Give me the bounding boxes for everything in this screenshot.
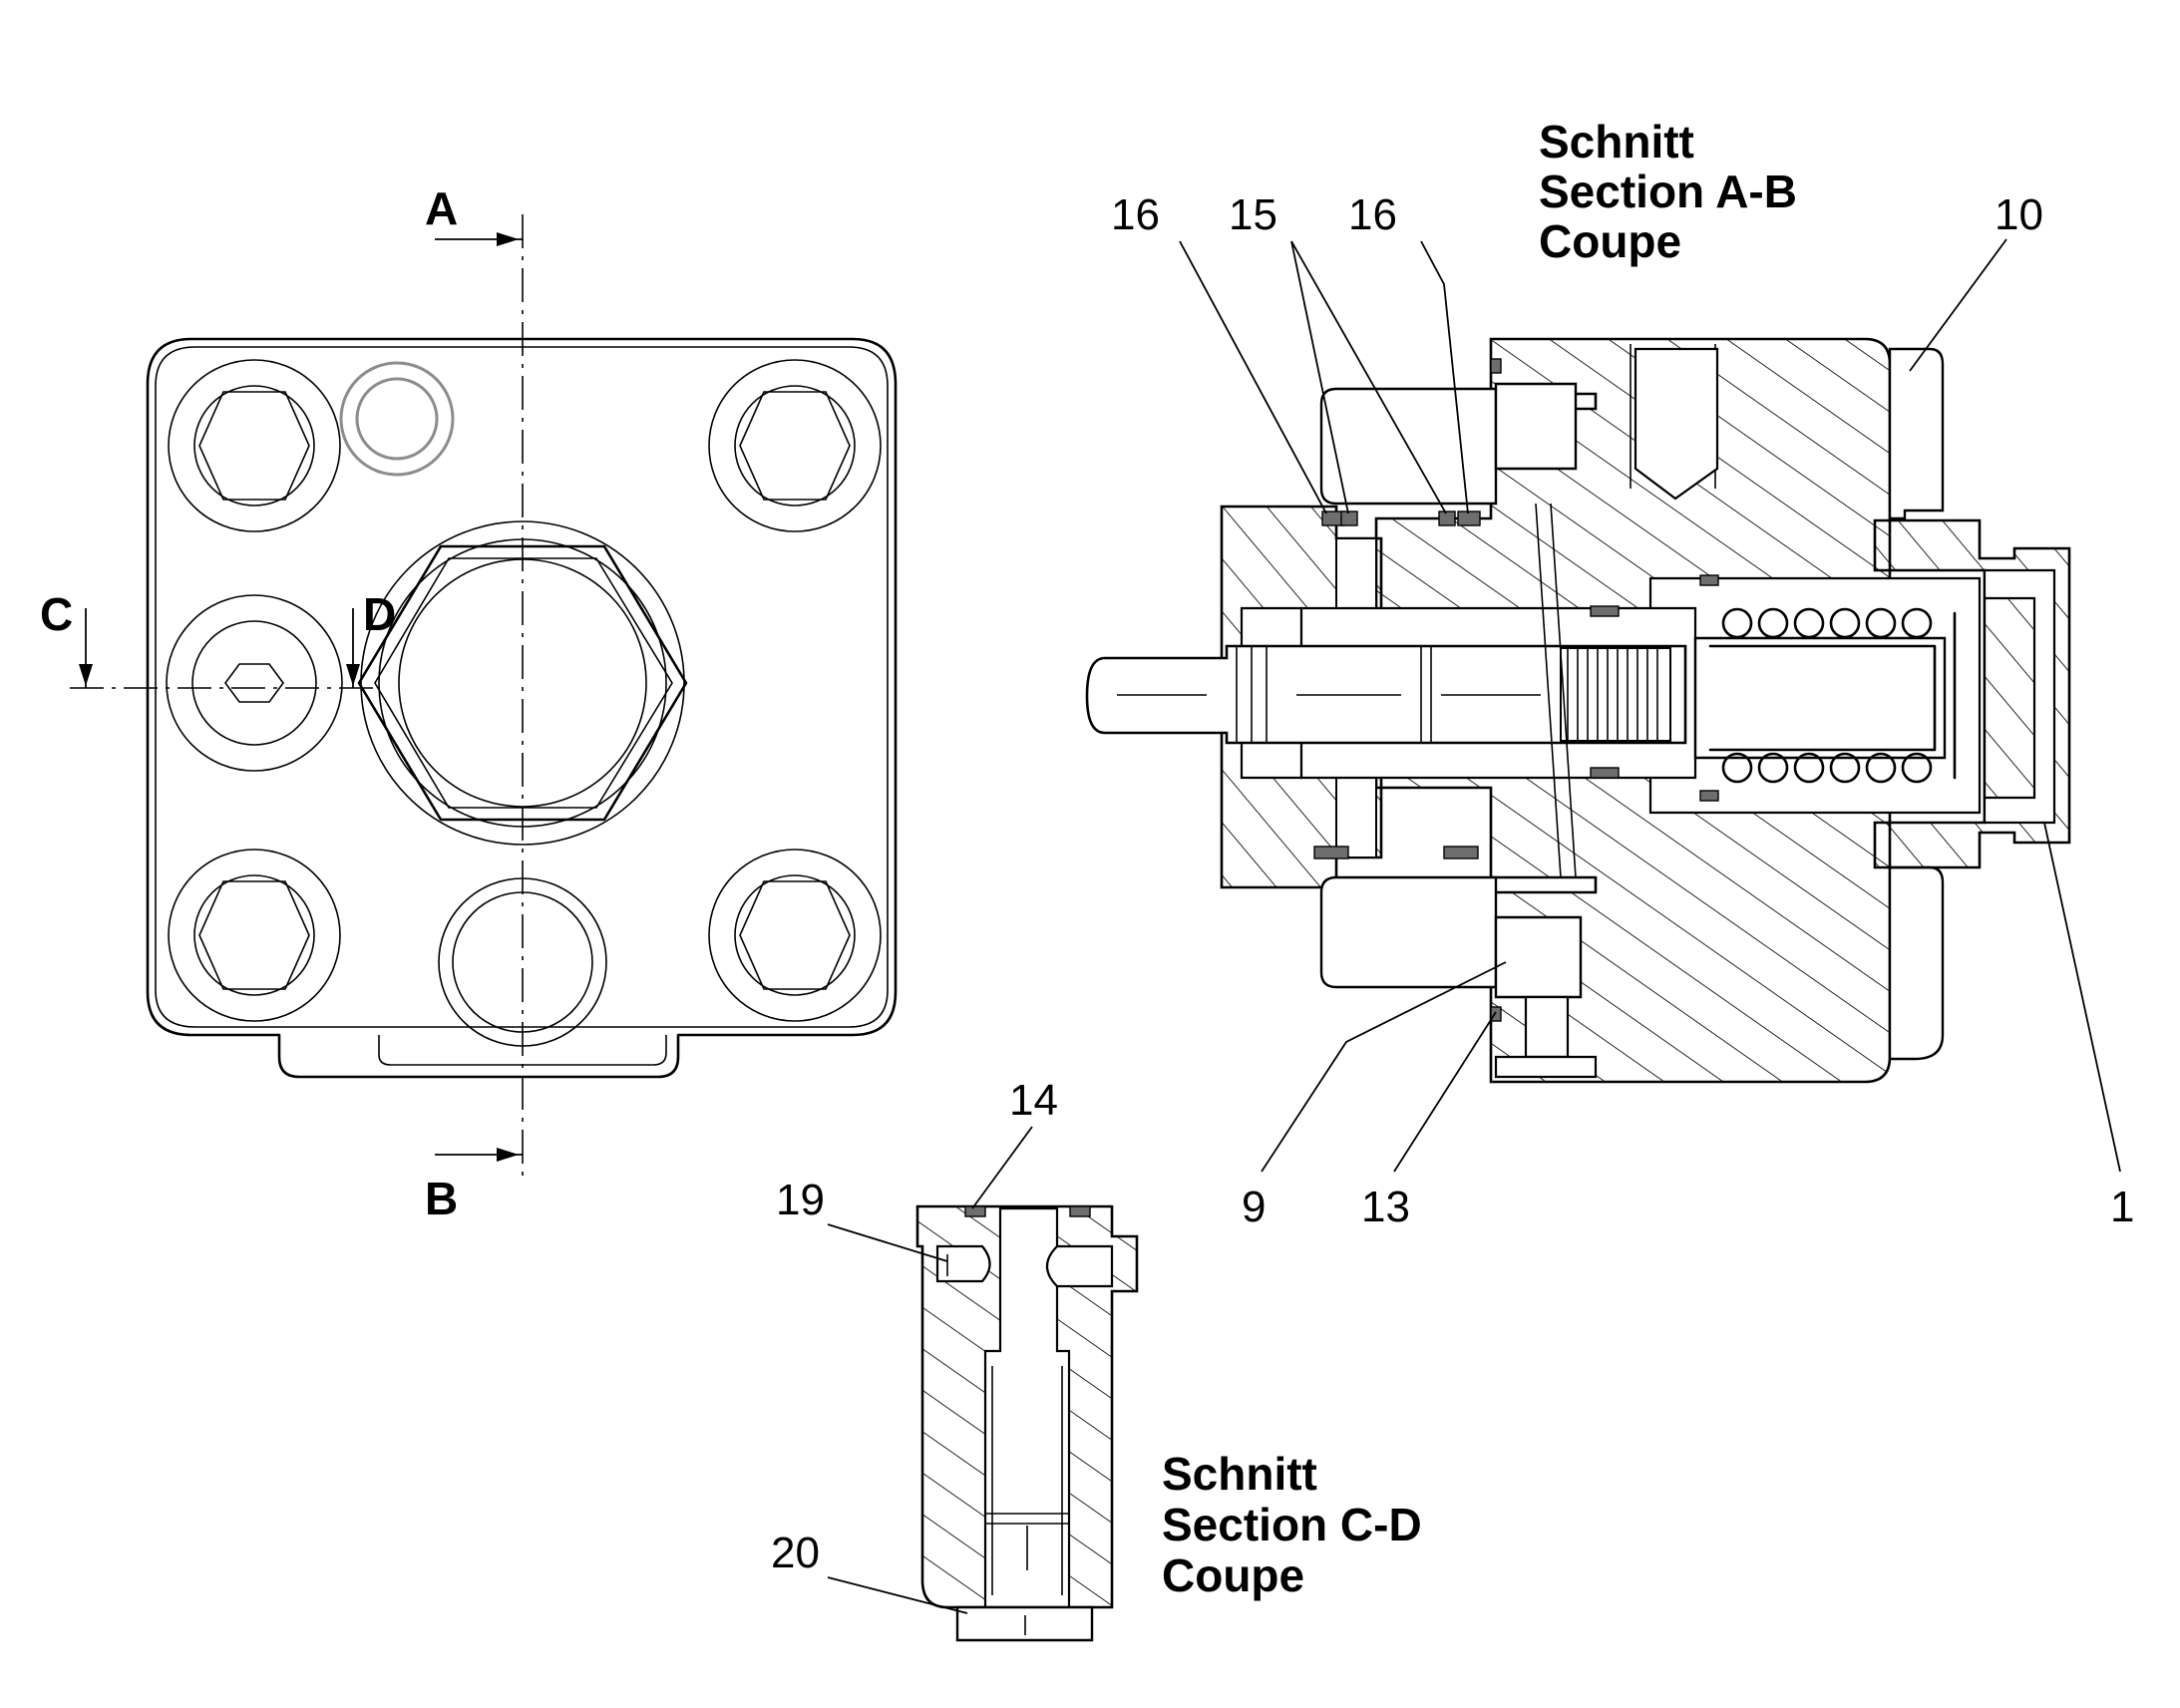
bolt-top-left bbox=[168, 359, 341, 532]
bolt-top-right bbox=[708, 359, 882, 532]
callout-16-left: 16 bbox=[1111, 190, 1160, 239]
section-ab-title-line1: Schnitt bbox=[1539, 116, 1694, 168]
section-arrow-c bbox=[79, 608, 93, 688]
callout-10: 10 bbox=[1995, 190, 2043, 239]
seal-15-left bbox=[1340, 511, 1358, 526]
lower-plug bbox=[1319, 875, 1598, 1079]
callout-14: 14 bbox=[1009, 1076, 1058, 1125]
view-label-b: B bbox=[425, 1173, 458, 1224]
section-arrow-a bbox=[435, 232, 523, 246]
section-cd-title-line1: Schnitt bbox=[1162, 1448, 1317, 1500]
section-cd-title-line3: Coupe bbox=[1162, 1549, 1304, 1601]
section-ab-view: Schnitt Section A-B Coupe 16 15 16 10 9 … bbox=[1085, 116, 2134, 1231]
section-cd-view: 14 19 20 Schnitt Section C-D Coupe bbox=[771, 1076, 1422, 1642]
section-arrow-d bbox=[346, 608, 360, 688]
bolt-bottom-right bbox=[708, 849, 882, 1022]
section-ab-title-line3: Coupe bbox=[1539, 215, 1681, 267]
view-label-c: C bbox=[40, 588, 73, 640]
callout-9: 9 bbox=[1242, 1183, 1266, 1231]
plug-19 bbox=[935, 1244, 991, 1283]
front-view: A B C D bbox=[40, 182, 898, 1224]
leaders-ab bbox=[1179, 238, 2121, 1173]
section-ab-title-line2: Section A-B bbox=[1539, 166, 1797, 217]
hidden-port bbox=[339, 361, 455, 477]
flange-cap bbox=[1888, 347, 1945, 520]
callout-16-right: 16 bbox=[1348, 190, 1397, 239]
socket-plug-left bbox=[166, 594, 343, 772]
view-label-a: A bbox=[425, 182, 458, 234]
bolt-bottom-left bbox=[168, 849, 341, 1022]
spring bbox=[1693, 607, 1957, 784]
seal-16-right bbox=[1457, 511, 1481, 526]
section-cd-title-line2: Section C-D bbox=[1162, 1499, 1422, 1550]
callout-20: 20 bbox=[771, 1529, 820, 1577]
section-arrow-b bbox=[435, 1148, 523, 1162]
seal-14 bbox=[964, 1205, 986, 1217]
callout-15: 15 bbox=[1229, 190, 1277, 239]
callout-19: 19 bbox=[776, 1176, 825, 1224]
callout-13: 13 bbox=[1361, 1183, 1410, 1231]
view-label-d: D bbox=[363, 588, 396, 640]
seal-15-right bbox=[1438, 511, 1456, 526]
front-body-outline bbox=[146, 337, 898, 1079]
callout-1: 1 bbox=[2110, 1183, 2134, 1231]
